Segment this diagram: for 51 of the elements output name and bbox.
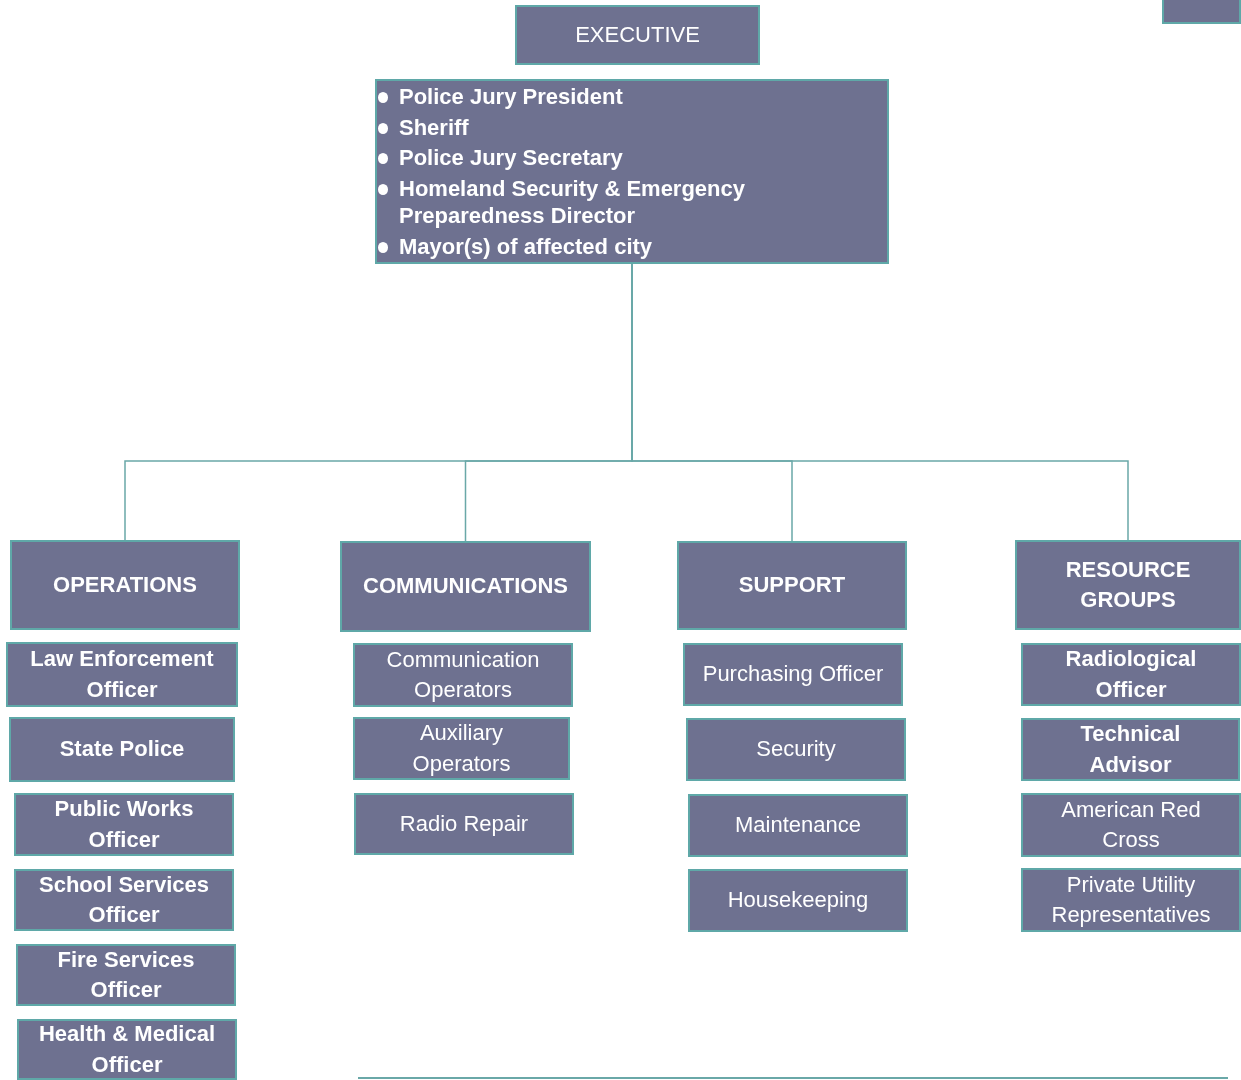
box-label: Private Utility Representatives [1050, 870, 1212, 929]
role-box [17, 1019, 237, 1080]
header-box [515, 5, 760, 65]
box-label: Purchasing Officer [702, 660, 884, 689]
role-box [1021, 868, 1241, 932]
member-list-box [375, 79, 889, 264]
box-label: Radio Repair [399, 809, 529, 838]
box-label: COMMUNICATIONS [363, 572, 568, 601]
box-label: Communication Operators [385, 645, 541, 704]
box-label: Law Enforcement Officer [29, 645, 215, 704]
role-box [354, 793, 574, 855]
list-item: Police Jury President [377, 83, 623, 111]
box-shape [1162, 0, 1241, 24]
box-label: Security [756, 735, 836, 764]
role-box [353, 643, 573, 707]
role-box [1021, 793, 1241, 857]
role-box [1021, 643, 1241, 706]
role-box [9, 717, 235, 782]
box-label: School Services Officer [38, 870, 210, 929]
box-label: Housekeeping [727, 886, 869, 915]
role-box [14, 869, 234, 931]
box-label: EXECUTIVE [575, 20, 700, 49]
box-label: American Red Cross [1060, 795, 1202, 854]
role-box [686, 718, 906, 781]
box-label: RESOURCE GROUPS [1064, 555, 1192, 614]
role-box [10, 540, 240, 630]
role-box [1021, 718, 1240, 781]
role-box [688, 869, 908, 932]
list-item: Homeland Security & Emergency Preparedness Director [377, 174, 869, 230]
box-label: Public Works Officer [53, 795, 195, 854]
role-box [14, 793, 234, 856]
box-label: SUPPORT [738, 571, 846, 600]
role-box [353, 717, 570, 780]
box-label: Fire Services Officer [56, 945, 196, 1004]
box-label: Auxiliary Operators [411, 719, 512, 778]
role-box [1015, 540, 1241, 630]
role-box [6, 642, 238, 707]
role-box [340, 541, 591, 632]
role-box [677, 541, 907, 630]
list-item: Sheriff [377, 113, 469, 141]
box-label: Health & Medical Officer [37, 1020, 216, 1079]
box-label: Maintenance [735, 811, 861, 840]
role-box [16, 944, 236, 1006]
role-box [683, 643, 903, 706]
role-box [688, 794, 908, 857]
list-item: Mayor(s) of affected city [377, 232, 653, 260]
box-label: State Police [59, 735, 185, 764]
box-label: Radiological Officer [1064, 645, 1198, 704]
box-label: OPERATIONS [53, 570, 197, 599]
list-item: Police Jury Secretary [377, 144, 623, 172]
box-label: Technical Advisor [1079, 720, 1182, 779]
